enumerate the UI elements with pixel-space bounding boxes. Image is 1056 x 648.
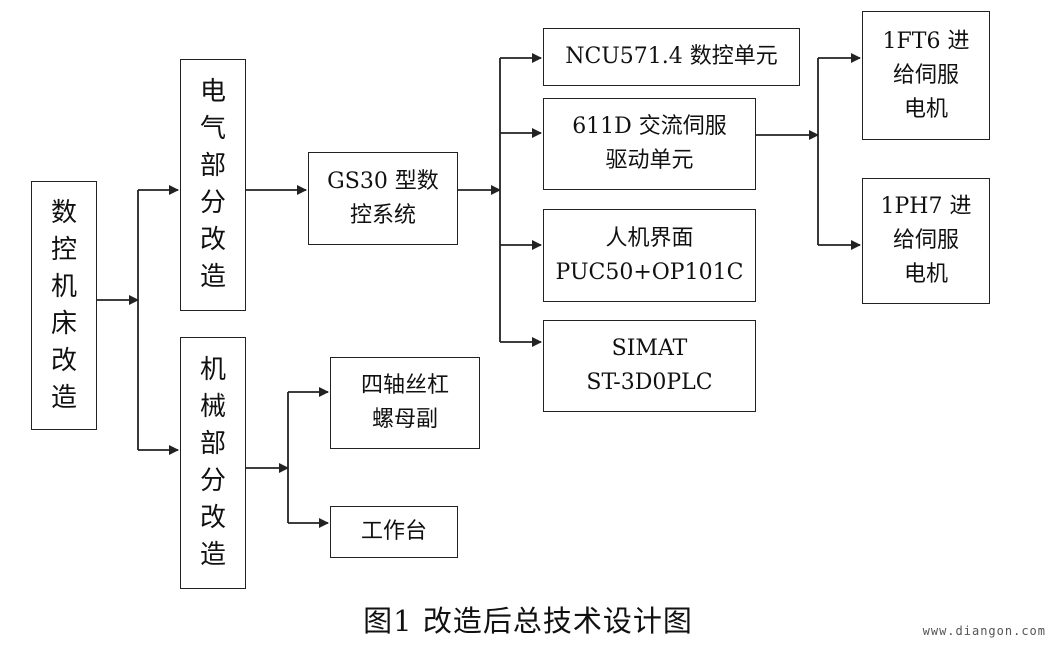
node-text: 电机 bbox=[903, 262, 948, 287]
node-text: 控 bbox=[50, 234, 77, 265]
node-text: ST-3D0PLC bbox=[586, 370, 713, 395]
node-text: 机 bbox=[199, 355, 226, 385]
site-watermark: www.diangon.com bbox=[922, 624, 1046, 638]
node-text: PUC50+OP101C bbox=[555, 259, 744, 285]
node-text: 造 bbox=[199, 262, 226, 292]
node-text: 1PH7 进 bbox=[880, 194, 972, 219]
node-text: 给伺服 bbox=[892, 62, 959, 88]
node-text: 分 bbox=[199, 466, 226, 496]
node-text: 电 bbox=[199, 77, 226, 107]
node-text: 械 bbox=[199, 392, 226, 422]
node-text: SIMAT bbox=[611, 336, 688, 361]
node-text: 部 bbox=[199, 429, 226, 459]
figure-caption: 图1 改造后总技术设计图 bbox=[363, 604, 693, 638]
node-plc: SIMAT ST-3D0PLC bbox=[543, 320, 756, 412]
node-text: 造 bbox=[50, 382, 77, 413]
node-text: 控系统 bbox=[349, 202, 416, 228]
node-text: 气 bbox=[199, 114, 226, 144]
node-text: 四轴丝杠 bbox=[360, 373, 449, 398]
node-text: 机 bbox=[50, 271, 77, 302]
node-hmi: 人机界面 PUC50+OP101C bbox=[543, 209, 756, 302]
node-text: 分 bbox=[199, 188, 226, 218]
node-text: 驱动单元 bbox=[605, 148, 694, 173]
node-cnc-machine-retrofit: 数 控 机 床 改 造 bbox=[31, 181, 97, 430]
node-text: 改 bbox=[50, 345, 77, 376]
node-text: 改 bbox=[199, 225, 226, 255]
node-text: 电机 bbox=[903, 96, 948, 122]
node-text: 人机界面 bbox=[605, 225, 694, 251]
node-1ph7-motor: 1PH7 进 给伺服 电机 bbox=[862, 178, 990, 304]
node-text: 床 bbox=[50, 308, 77, 339]
node-text: 数 bbox=[50, 197, 77, 228]
node-mechanical-retrofit: 机 械 部 分 改 造 bbox=[180, 337, 246, 589]
node-text: 部 bbox=[199, 151, 226, 181]
node-servo-drive-unit: 611D 交流伺服 驱动单元 bbox=[543, 98, 756, 190]
node-text: NCU571.4 数控单元 bbox=[565, 44, 778, 69]
node-text: 造 bbox=[199, 540, 226, 570]
node-text: 改 bbox=[199, 503, 226, 533]
node-text: 螺母副 bbox=[371, 407, 438, 432]
node-text: GS30 型数 bbox=[327, 168, 439, 194]
node-text: 给伺服 bbox=[892, 228, 959, 253]
node-gs30-cnc-system: GS30 型数 控系统 bbox=[308, 152, 458, 245]
node-text: 工作台 bbox=[360, 519, 427, 544]
node-text: 611D 交流伺服 bbox=[572, 114, 727, 139]
node-worktable: 工作台 bbox=[330, 506, 458, 558]
node-ncu-unit: NCU571.4 数控单元 bbox=[543, 28, 800, 86]
node-ballscrew-nut: 四轴丝杠 螺母副 bbox=[330, 357, 480, 449]
node-1ft6-motor: 1FT6 进 给伺服 电机 bbox=[862, 11, 990, 140]
node-electrical-retrofit: 电 气 部 分 改 造 bbox=[180, 59, 246, 311]
node-text: 1FT6 进 bbox=[882, 28, 970, 54]
